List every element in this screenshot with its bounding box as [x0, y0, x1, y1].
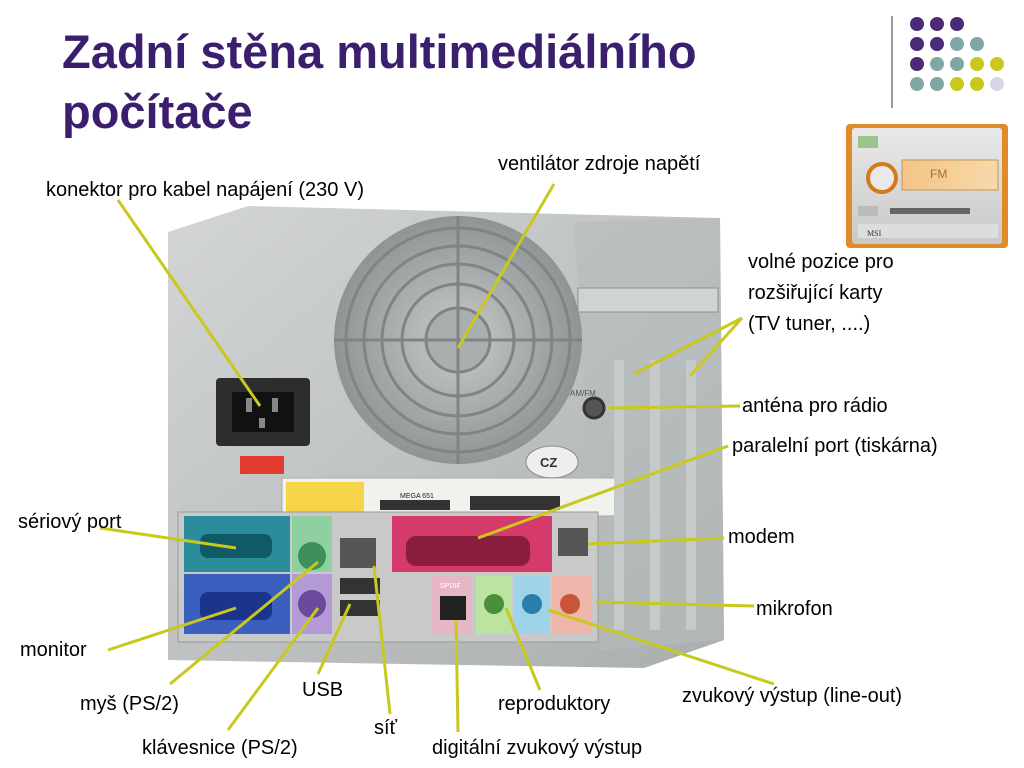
leader-network: [372, 565, 392, 715]
label-expansion-slots-line2: rozšiřující karty: [748, 282, 883, 304]
label-microphone: mikrofon: [756, 598, 833, 620]
leader-slots-a: [633, 316, 743, 376]
label-monitor: monitor: [20, 639, 87, 661]
dot-row-4: [910, 77, 1004, 91]
leader-power: [116, 199, 262, 407]
label-expansion-slots-line3: (TV tuner, ....): [748, 313, 871, 335]
dot-row-2: [910, 37, 984, 51]
psu-fan: [334, 216, 582, 464]
leader-lineout: [547, 608, 775, 686]
leader-keyboard: [226, 607, 320, 731]
mini-brand-logo: MSI: [867, 229, 882, 238]
label-speakers: reproduktory: [498, 693, 611, 715]
label-usb: USB: [302, 679, 344, 701]
leader-speakers: [504, 607, 542, 691]
decorative-dot-grid: [910, 17, 1004, 91]
label-network: síť: [374, 717, 398, 739]
sticker-model: MEGA 651: [400, 493, 434, 500]
page-title: Zadní stěna multimediálního počítače: [62, 25, 697, 138]
leader-mic: [595, 600, 755, 608]
leader-fan: [456, 183, 556, 349]
leader-serial: [99, 526, 237, 550]
label-digital-audio-out: digitální zvukový výstup: [432, 737, 643, 759]
dot-row-1: [910, 17, 964, 31]
title-divider: [891, 16, 893, 108]
label-psu-fan: ventilátor zdroje napětí: [498, 153, 701, 175]
antenna-jack: [582, 396, 606, 420]
slot-covers: [614, 360, 696, 630]
label-modem: modem: [728, 526, 795, 548]
leader-usb: [316, 603, 352, 675]
spdif-mark: SPDIF: [440, 583, 461, 590]
sticker-badges: [286, 482, 364, 512]
label-expansion-slots-line1: volné pozice pro: [748, 251, 894, 273]
leader-mouse: [169, 560, 319, 686]
label-radio-antenna: anténa pro rádio: [742, 395, 888, 417]
expansion-bracket: [577, 287, 719, 313]
mini-pc-front: FM MSI: [846, 124, 1008, 248]
label-parallel-port: paralelní port (tiskárna): [732, 435, 938, 457]
power-socket: [216, 378, 310, 474]
cz-badge: [525, 445, 579, 479]
dot-row-3: [910, 57, 1004, 71]
label-keyboard: klávesnice (PS/2): [142, 737, 298, 759]
antenna-mark: AM/FM: [570, 389, 596, 398]
label-mouse: myš (PS/2): [80, 693, 179, 715]
label-serial-port: sériový port: [18, 511, 122, 533]
leader-slots-b: [688, 316, 744, 378]
label-power-connector: konektor pro kabel napájení (230 V): [46, 179, 364, 201]
leader-monitor: [107, 606, 237, 652]
cz-badge-text: CZ: [540, 455, 557, 470]
mini-lcd-text: FM: [930, 167, 947, 181]
leader-modem: [587, 536, 725, 546]
leader-parallel: [477, 444, 729, 540]
leader-spdif: [454, 619, 460, 733]
label-line-out: zvukový výstup (line-out): [682, 685, 903, 707]
leader-antenna: [607, 404, 741, 410]
sticker-barcode: [380, 496, 560, 510]
